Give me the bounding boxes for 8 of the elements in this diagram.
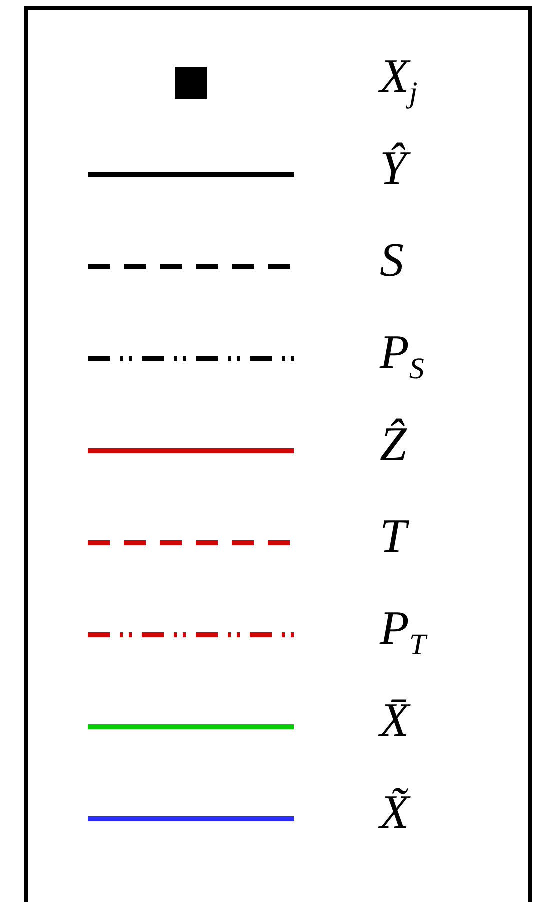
legend-label: P$_{T}$ — [380, 605, 426, 660]
legend-label: X$_{j}$ — [380, 53, 418, 108]
legend-label: S — [380, 237, 404, 285]
legend-label: T — [380, 513, 407, 561]
legend-label: P$_{S}$ — [380, 329, 424, 384]
legend-label: X̃ — [380, 789, 410, 837]
legend-label: Ẑ — [380, 421, 407, 469]
legend-label: X̄ — [380, 697, 410, 745]
